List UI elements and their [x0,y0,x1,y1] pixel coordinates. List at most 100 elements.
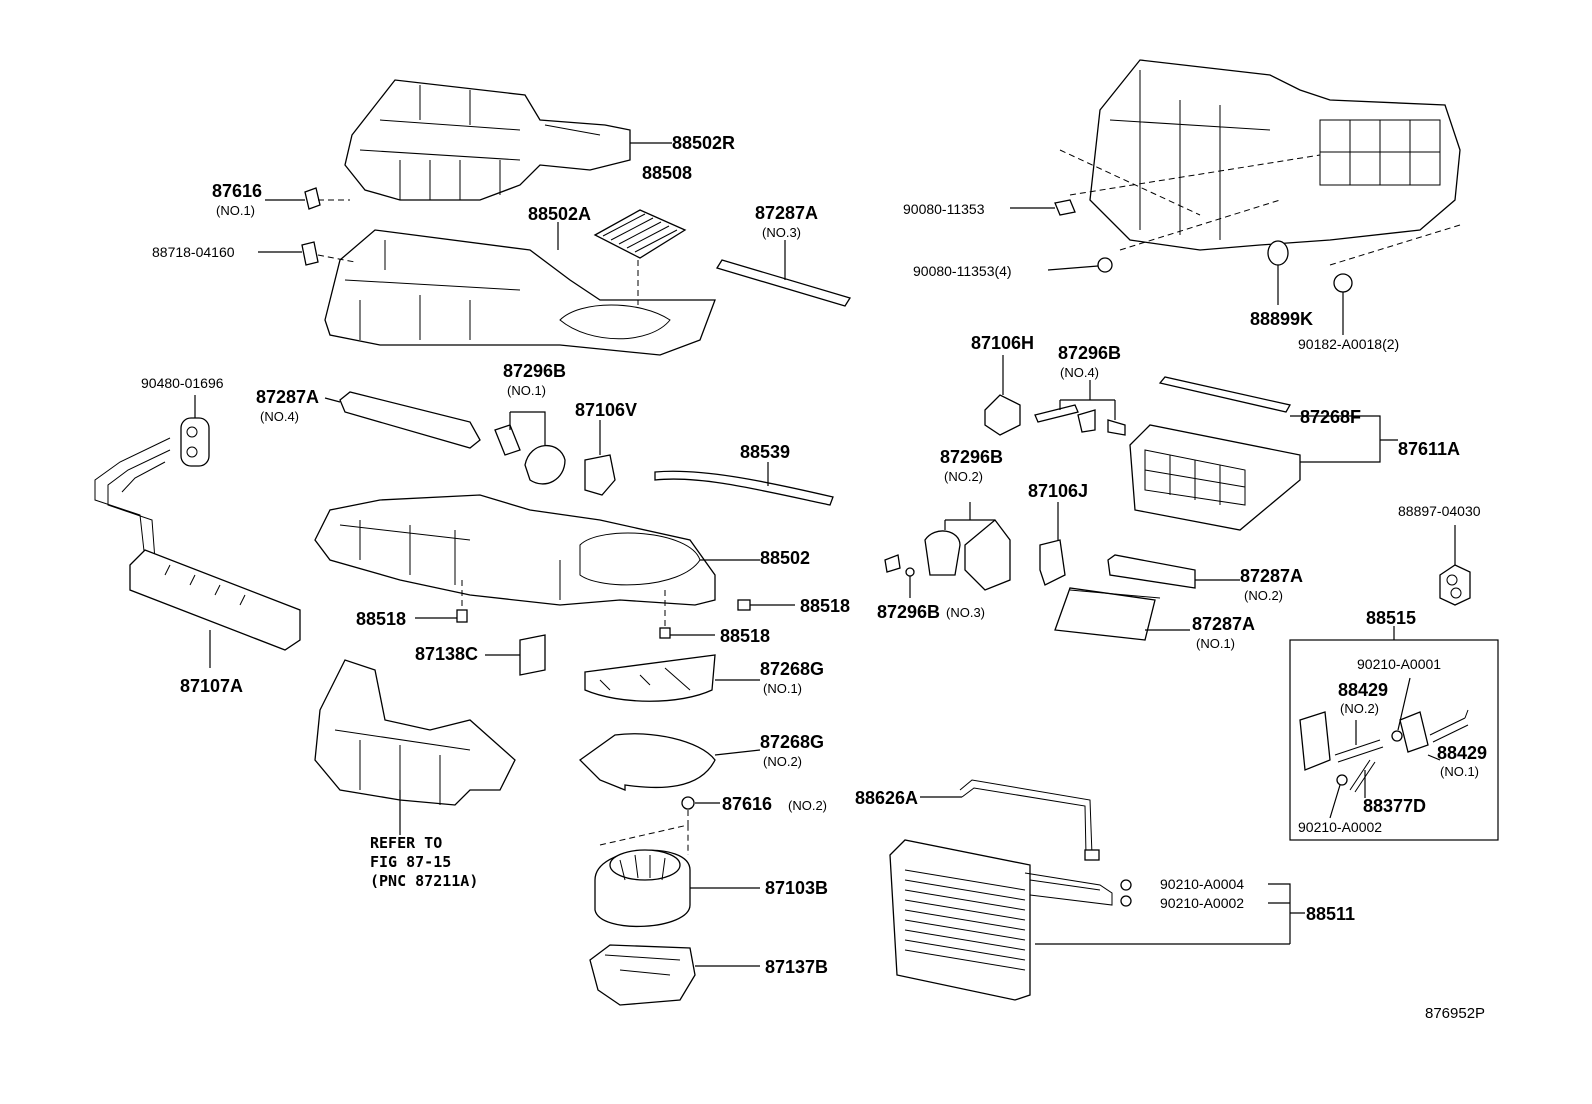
screw-90080-4-shape [1047,257,1113,273]
valve-box-88515-shape [1289,626,1499,841]
linkage-87296B-no1-shape [494,411,566,485]
note-87296B-no1: (NO.1) [507,383,546,398]
screw-87616-no2-shape [681,796,720,830]
housing-87611A-shape [1129,415,1398,531]
note-87268G-no2: (NO.2) [763,754,802,769]
clip-88518-shape [415,580,795,639]
label-88515: 88515 [1366,608,1416,628]
leader-lines [557,142,786,280]
foam-87268G-no1-shape [584,654,760,702]
pipe-88626A-shape [920,779,1100,861]
refer-line-1: REFER TO [370,834,442,852]
label-88502: 88502 [760,548,810,568]
label-90080-11353-4: 90080-11353(4) [913,263,1012,279]
filter-88508-shape [593,209,687,305]
refer-line-2: FIG 87-15 [370,853,451,871]
label-90210-A0002-box: 90210-A0002 [1298,819,1382,835]
label-87103B: 87103B [765,878,828,898]
label-88511: 88511 [1306,904,1355,924]
actuator-87106V-shape [584,420,616,496]
note-87616-no1: (NO.1) [216,203,255,218]
label-87616-no2: 87616 [722,794,772,814]
label-88429-no1: 88429 [1437,743,1487,763]
label-87268G-no2: 87268G [760,732,824,752]
upper-case-88502R-shape [344,79,631,201]
note-87296B-no4: (NO.4) [1060,365,1099,380]
foam-87268G-no2-shape [578,733,761,791]
nut-90182-shape [1333,273,1353,335]
label-88502A: 88502A [528,204,591,224]
case-88502-shape [314,494,760,606]
bolt-90080-shape [1010,199,1076,216]
label-87296B-no1: 87296B [503,361,566,381]
label-87287A-no3: 87287A [755,203,818,223]
refer-line-3: (PNC 87211A) [370,872,478,890]
label-88518-lower: 88518 [720,626,770,646]
lower-case-88502A-shape [324,229,716,356]
heater-core-87107A-shape [94,437,301,668]
label-88508: 88508 [642,163,692,183]
upper-right-assembly-shape [1059,59,1461,266]
label-87287A-no1: 87287A [1192,614,1255,634]
blower-case-87137B-shape [589,944,760,1006]
label-88377D: 88377D [1363,796,1426,816]
filter-87287A-no2-shape [1107,554,1240,589]
grommet-88899K-shape [1267,240,1289,305]
rail-87268F-shape [1158,376,1340,417]
resistor-87138C-shape [485,634,546,676]
evaporator-88511-shape [889,839,1305,1001]
label-87106V: 87106V [575,400,637,420]
linkage-87296B-no2-shape [884,502,1011,598]
label-87268F: 87268F [1300,407,1361,427]
label-87287A-no2: 87287A [1240,566,1303,586]
note-87287A-no2: (NO.2) [1244,588,1283,603]
label-90480-01696: 90480-01696 [141,375,224,391]
clip-88718-shape [258,241,356,266]
label-88899K: 88899K [1250,309,1313,329]
actuator-87106J-shape [1039,502,1066,586]
note-88429-no2: (NO.2) [1340,701,1379,716]
label-87107A: 87107A [180,676,243,696]
label-88518-left: 88518 [356,609,406,629]
blower-87103B-shape [594,824,760,927]
label-87296B-no3: 87296B [877,602,940,622]
label-87138C: 87138C [415,644,478,664]
actuator-87106H-shape [984,355,1021,436]
diagram-id: 876952P [1425,1005,1485,1022]
label-88897-04030: 88897-04030 [1398,503,1481,519]
note-87268G-no1: (NO.1) [763,681,802,696]
note-87287A-no4: (NO.4) [260,409,299,424]
label-88718-04160: 88718-04160 [152,244,235,260]
label-87106H: 87106H [971,333,1034,353]
note-87296B-no3: (NO.3) [946,605,985,620]
grommet-88897-shape [1439,525,1471,606]
note-87616-no2: (NO.2) [788,798,827,813]
label-88626A: 88626A [855,788,918,808]
label-90182-A0018: 90182-A0018(2) [1298,336,1399,352]
label-88518-right: 88518 [800,596,850,616]
label-88539: 88539 [740,442,790,462]
label-90210-A0002: 90210-A0002 [1160,895,1244,911]
label-88502R: 88502R [672,133,735,153]
label-87296B-no4: 87296B [1058,343,1121,363]
label-90210-A0004: 90210-A0004 [1160,876,1244,892]
duct-reference-shape [314,659,516,835]
note-87296B-no2: (NO.2) [944,469,983,484]
part-labels: 88502R 87616 (NO.1) 88508 88502A 87287A … [141,133,1487,1022]
label-87296B-no2: 87296B [940,447,1003,467]
label-87287A-no4: 87287A [256,387,319,407]
label-87611A: 87611A [1398,439,1460,459]
clip-87616-no1-shape [265,187,350,210]
label-90210-A0001: 90210-A0001 [1357,656,1441,672]
note-87287A-no1: (NO.1) [1196,636,1235,651]
duct-88539-shape [654,462,834,506]
note-87287A-no3: (NO.3) [762,225,801,240]
label-87106J: 87106J [1028,481,1088,501]
label-90080-11353: 90080-11353 [903,201,985,217]
label-87616-no1: 87616 [212,181,262,201]
grommet-90480-shape [180,395,210,467]
label-87137B: 87137B [765,957,828,977]
label-87268G-no1: 87268G [760,659,824,679]
filter-87287A-no1-shape [1054,587,1190,641]
